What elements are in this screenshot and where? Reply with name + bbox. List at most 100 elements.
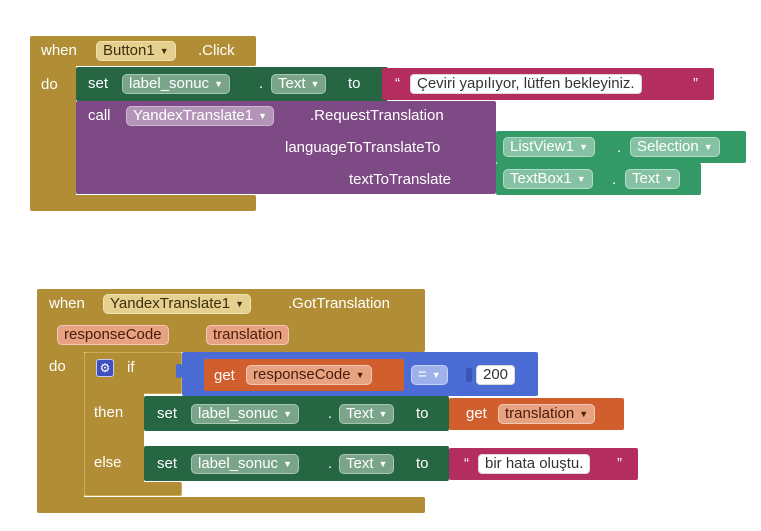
socket-notch	[443, 407, 449, 421]
close-quote: ”	[693, 75, 698, 92]
variable-name: translation	[505, 405, 575, 422]
variable-dropdown-responsecode[interactable]: responseCode ▼	[246, 365, 372, 385]
dropdown-arrow-icon: ▼	[664, 174, 674, 184]
setter-component-name: label_sonuc	[198, 455, 279, 472]
component-dropdown-yandex[interactable]: YandexTranslate1 ▼	[103, 294, 251, 314]
if-block-footer	[84, 482, 182, 496]
event-body-spine	[30, 62, 76, 208]
dropdown-arrow-icon: ▼	[283, 409, 292, 419]
dropdown-arrow-icon: ▼	[355, 370, 365, 380]
socket-notch	[490, 173, 496, 187]
setter-component-name: label_sonuc	[198, 405, 279, 422]
call-component-dropdown[interactable]: YandexTranslate1 ▼	[126, 106, 274, 126]
dropdown-arrow-icon: ▼	[431, 370, 441, 380]
component-dropdown-button1[interactable]: Button1 ▼	[96, 41, 176, 61]
socket-notch	[443, 457, 449, 471]
event-name: .Click	[198, 42, 235, 59]
dropdown-arrow-icon: ▼	[258, 111, 267, 121]
then-component-dropdown[interactable]: label_sonuc ▼	[191, 404, 299, 424]
param-name: responseCode	[64, 326, 162, 343]
dot-label: .	[259, 75, 264, 92]
arg2-component-dropdown[interactable]: TextBox1▼	[503, 169, 593, 189]
get-label: get	[214, 367, 235, 384]
dropdown-arrow-icon: ▼	[159, 46, 169, 56]
set-label: set	[157, 405, 178, 422]
else-component-dropdown[interactable]: label_sonuc ▼	[191, 454, 299, 474]
to-label: to	[348, 75, 361, 92]
arg2-label: textToTranslate	[349, 171, 451, 188]
string-value: Çeviri yapılıyor, lütfen bekleyiniz.	[417, 75, 635, 92]
dropdown-arrow-icon: ▼	[703, 142, 713, 152]
arg2-component-name: TextBox1	[510, 170, 572, 187]
call-component-name: YandexTranslate1	[133, 107, 254, 124]
do-label: do	[41, 76, 58, 93]
when-label: when	[41, 42, 77, 59]
open-quote: “	[464, 455, 469, 472]
set-label: set	[157, 455, 178, 472]
dropdown-arrow-icon: ▼	[214, 79, 223, 89]
variable-dropdown-translation[interactable]: translation ▼	[498, 404, 596, 424]
dot-label: .	[328, 455, 333, 472]
arg1-property-name: Selection	[637, 138, 699, 155]
number-value-field[interactable]: 200	[476, 365, 516, 385]
event-footer	[37, 497, 425, 513]
else-property-dropdown[interactable]: Text ▼	[339, 454, 395, 474]
event-body-spine	[37, 350, 84, 510]
socket-notch	[466, 368, 472, 382]
dot-label: .	[612, 171, 617, 188]
open-quote: “	[395, 75, 400, 92]
then-label: then	[94, 404, 124, 421]
socket-notch	[176, 364, 182, 378]
else-string-field[interactable]: bir hata oluştu.	[478, 454, 591, 474]
operator-dropdown[interactable]: =▼	[411, 365, 448, 385]
setter-property-name: Text	[278, 75, 306, 92]
dropdown-arrow-icon: ▼	[378, 459, 388, 469]
setter-component-dropdown[interactable]: label_sonuc ▼	[122, 74, 230, 94]
string-value: bir hata oluştu.	[485, 455, 584, 472]
dropdown-arrow-icon: ▼	[235, 299, 244, 309]
param-responsecode[interactable]: responseCode	[57, 325, 169, 345]
arg2-property-dropdown[interactable]: Text ▼	[625, 169, 681, 189]
setter-property-name: Text	[346, 455, 374, 472]
dropdown-arrow-icon: ▼	[283, 459, 292, 469]
if-label: if	[127, 359, 135, 376]
arg1-property-dropdown[interactable]: Selection ▼	[630, 137, 720, 157]
string-value-field[interactable]: Çeviri yapılıyor, lütfen bekleyiniz.	[410, 74, 642, 94]
socket-notch	[376, 77, 382, 91]
then-property-dropdown[interactable]: Text ▼	[339, 404, 395, 424]
event-footer	[30, 195, 256, 211]
to-label: to	[416, 455, 429, 472]
dot-label: .	[617, 139, 622, 156]
param-translation[interactable]: translation	[206, 325, 290, 345]
when-label: when	[49, 295, 85, 312]
component-name: YandexTranslate1	[110, 295, 231, 312]
component-name: Button1	[103, 42, 155, 59]
operator-symbol: =	[418, 366, 427, 383]
dot-label: .	[328, 405, 333, 422]
dropdown-arrow-icon: ▼	[578, 142, 588, 152]
call-label: call	[88, 107, 111, 124]
dropdown-arrow-icon: ▼	[579, 409, 589, 419]
socket-notch	[490, 141, 496, 155]
arg1-component-name: ListView1	[510, 138, 574, 155]
arg1-label: languageToTranslateTo	[285, 139, 441, 156]
to-label: to	[416, 405, 429, 422]
else-label: else	[94, 454, 122, 471]
set-label: set	[88, 75, 109, 92]
method-name: .RequestTranslation	[310, 107, 444, 124]
arg2-property-name: Text	[632, 170, 660, 187]
variable-name: responseCode	[253, 366, 351, 383]
dropdown-arrow-icon: ▼	[310, 79, 320, 89]
if-block-spine	[84, 390, 144, 496]
gear-icon[interactable]: ⚙	[96, 359, 114, 377]
close-quote: ”	[617, 455, 622, 472]
dropdown-arrow-icon: ▼	[378, 409, 388, 419]
setter-component-name: label_sonuc	[129, 75, 210, 92]
arg1-component-dropdown[interactable]: ListView1 ▼	[503, 137, 595, 157]
param-name: translation	[213, 326, 283, 343]
get-label: get	[466, 405, 487, 422]
number-value: 200	[483, 366, 509, 383]
setter-property-name: Text	[346, 405, 374, 422]
do-label: do	[49, 358, 66, 375]
setter-property-dropdown[interactable]: Text ▼	[271, 74, 327, 94]
